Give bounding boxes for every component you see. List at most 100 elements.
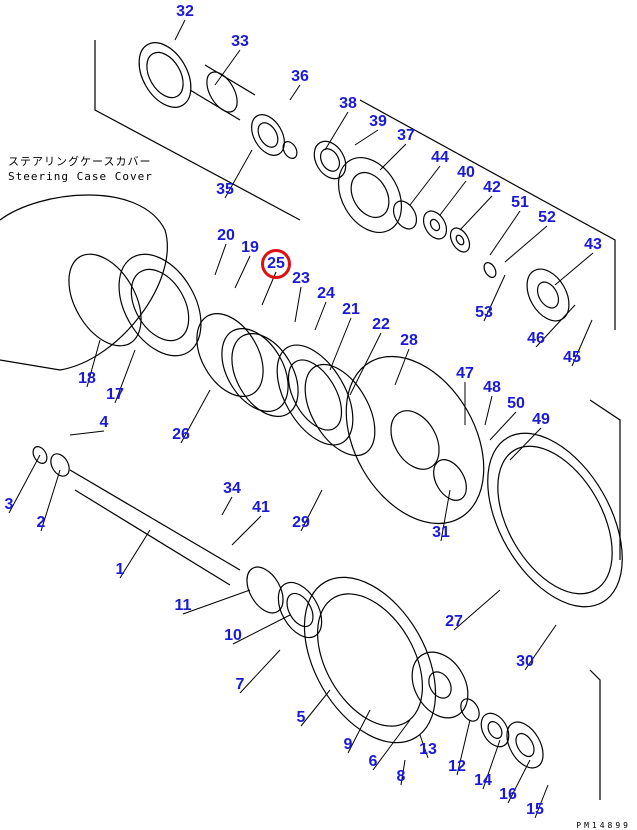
part-label[interactable]: 6: [368, 753, 378, 770]
leader-line-10: [232, 614, 291, 645]
part-label[interactable]: 23: [292, 270, 310, 287]
part-label[interactable]: 44: [431, 149, 449, 166]
part-label[interactable]: 22: [372, 316, 390, 333]
part-drum-5-inner: [316, 593, 424, 727]
leader-line-37: [379, 143, 407, 171]
part-label[interactable]: 53: [475, 304, 493, 321]
part-label[interactable]: 50: [507, 395, 525, 412]
part-label[interactable]: 32: [176, 3, 194, 20]
part-label[interactable]: 33: [231, 33, 249, 50]
part-label[interactable]: 45: [563, 349, 581, 366]
part-label-highlighted[interactable]: 25: [261, 249, 291, 279]
leader-line-11: [182, 589, 251, 615]
part-label[interactable]: 34: [223, 480, 241, 497]
part-label[interactable]: 51: [511, 194, 529, 211]
leader-line-28: [394, 348, 410, 386]
leader-line-31: [440, 489, 451, 542]
part-label[interactable]: 52: [538, 209, 556, 226]
part-label[interactable]: 16: [499, 786, 517, 803]
part-label[interactable]: 3: [4, 496, 14, 513]
part-label[interactable]: 30: [516, 653, 534, 670]
leader-line-5: [300, 689, 331, 727]
part-21: [276, 344, 354, 446]
part-label[interactable]: 9: [343, 736, 353, 753]
part-label[interactable]: 26: [172, 426, 190, 443]
part-label[interactable]: 21: [342, 301, 360, 318]
part-label[interactable]: 18: [78, 370, 96, 387]
part-label[interactable]: 41: [252, 499, 270, 516]
part-label[interactable]: 35: [216, 181, 234, 198]
leader-line-7: [239, 649, 281, 694]
leader-line-43: [554, 252, 594, 286]
part-label[interactable]: 10: [224, 627, 242, 644]
leader-line-9: [347, 709, 371, 754]
part-label[interactable]: 17: [106, 386, 124, 403]
leader-line-33: [214, 49, 241, 86]
part-label[interactable]: 43: [584, 236, 602, 253]
leader-line-8: [400, 759, 406, 786]
part-label[interactable]: 29: [292, 514, 310, 531]
part-label[interactable]: 28: [400, 332, 418, 349]
part-25: [231, 332, 299, 418]
part-label[interactable]: 46: [527, 330, 545, 347]
drawing-code: PM14899: [576, 821, 631, 830]
part-17-inner: [130, 268, 190, 342]
leader-line-15: [534, 784, 549, 819]
part-sleeve-33-end: [206, 71, 238, 113]
leader-line-44: [409, 165, 441, 206]
part-42-inner: [455, 234, 465, 246]
part-label[interactable]: 40: [457, 164, 475, 181]
frame-line: [359, 99, 616, 330]
part-label[interactable]: 5: [296, 709, 306, 726]
part-label[interactable]: 15: [526, 801, 544, 818]
part-label[interactable]: 2: [36, 514, 46, 531]
leader-line-23: [294, 286, 302, 323]
leader-line-14: [482, 739, 501, 790]
part-label[interactable]: 11: [174, 597, 192, 614]
part-label[interactable]: 4: [99, 414, 109, 431]
leader-line-17: [114, 349, 136, 404]
part-label[interactable]: 39: [369, 113, 387, 130]
part-sprocket-32: [138, 42, 192, 108]
part-label[interactable]: 49: [532, 411, 550, 428]
leader-line-48: [484, 395, 493, 426]
leader-line-32: [174, 19, 186, 41]
part-cover-43-inner: [536, 281, 560, 309]
part-label[interactable]: 37: [397, 127, 415, 144]
part-label[interactable]: 31: [432, 524, 450, 541]
part-label[interactable]: 47: [456, 365, 474, 382]
leader-line-51: [489, 210, 521, 256]
leader-line-21: [329, 317, 352, 371]
leader-line-46: [535, 304, 576, 348]
part-label[interactable]: 38: [339, 95, 357, 112]
part-label[interactable]: 1: [115, 561, 125, 578]
part-label[interactable]: 12: [448, 758, 466, 775]
part-label[interactable]: 14: [474, 772, 492, 789]
caption-japanese: ステアリングケースカバー: [8, 155, 152, 168]
part-nut-2: [50, 453, 70, 477]
part-11: [246, 566, 284, 614]
leader-line-1: [119, 529, 151, 579]
part-label[interactable]: 7: [235, 676, 245, 693]
leader-line-49: [509, 427, 542, 461]
leader-line-38: [324, 111, 349, 151]
part-label[interactable]: 24: [317, 285, 335, 302]
part-31: [433, 459, 467, 501]
part-label[interactable]: 13: [419, 741, 437, 758]
part-label[interactable]: 42: [483, 179, 501, 196]
part-label[interactable]: 36: [291, 68, 309, 85]
part-label[interactable]: 27: [445, 613, 463, 630]
part-13: [460, 698, 480, 722]
leader-line-12: [456, 719, 471, 776]
part-ring: [282, 141, 298, 159]
part-sleeve-33: [189, 64, 256, 121]
part-seal-26: [196, 312, 264, 398]
part-14: [506, 721, 544, 769]
part-label[interactable]: 19: [241, 239, 259, 256]
part-label[interactable]: 8: [396, 768, 406, 785]
part-label[interactable]: 48: [483, 379, 501, 396]
caption-english: Steering Case Cover: [8, 170, 153, 183]
part-label[interactable]: 20: [217, 227, 235, 244]
